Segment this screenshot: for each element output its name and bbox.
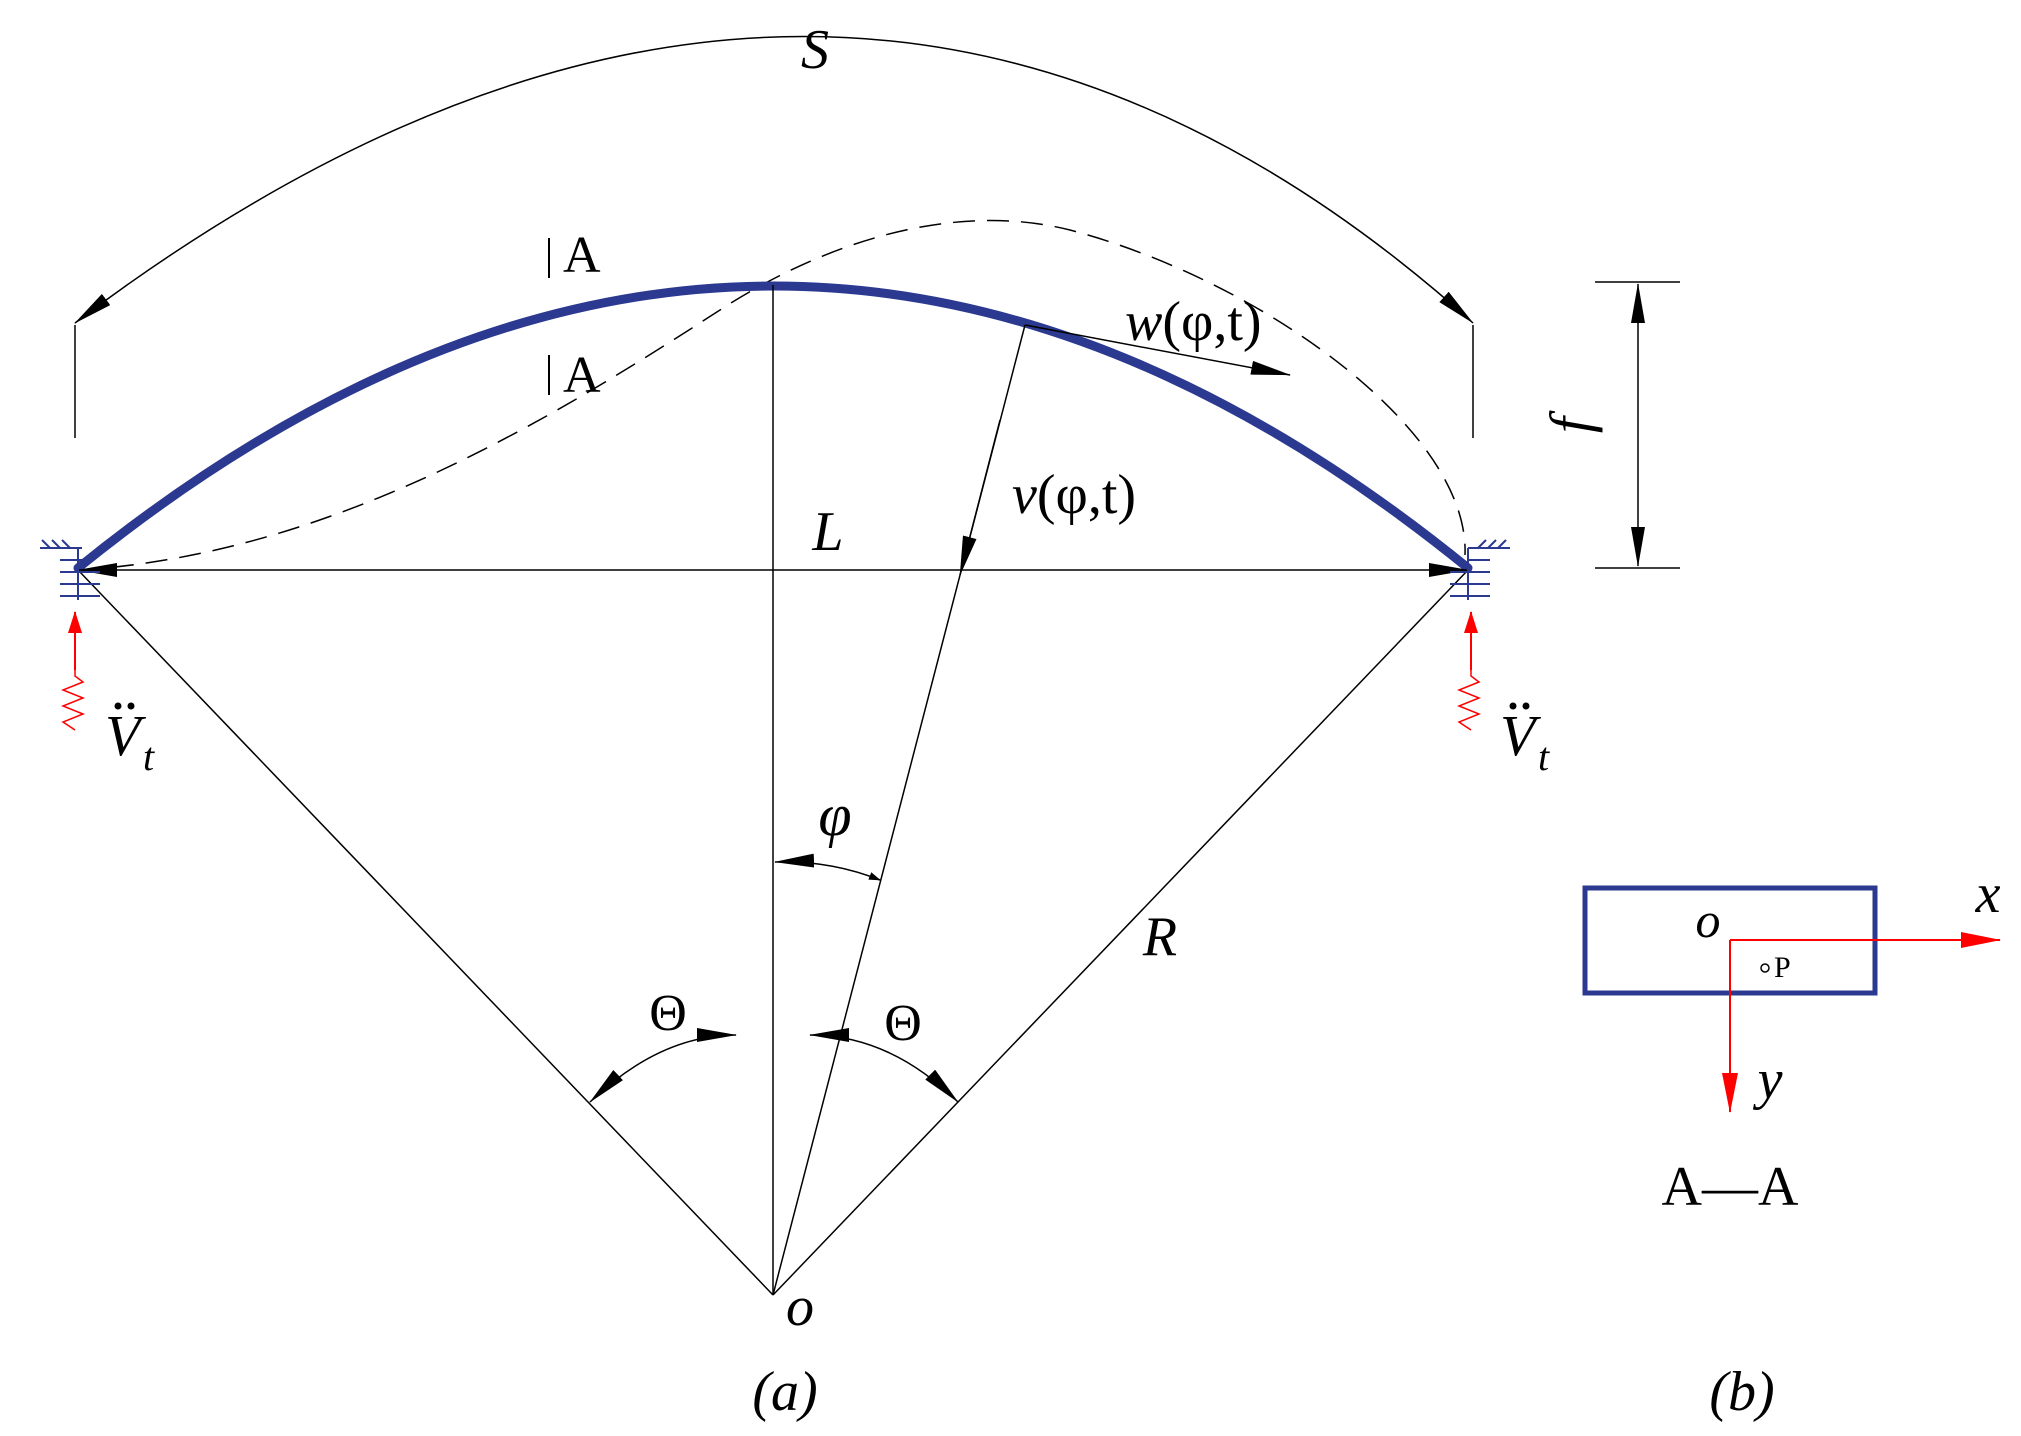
radius-line-left [77, 569, 774, 1296]
tangential-displacement-label: w(φ,t) [1125, 291, 1262, 353]
section-mark-bottom-label: A [563, 347, 601, 404]
tangential-displacement-symbol: w [1125, 291, 1162, 353]
center-label: o [786, 1276, 814, 1338]
radius-label: R [1142, 906, 1177, 968]
excitation-symbol-right: V [1500, 703, 1542, 768]
radial-displacement-arrow [959, 419, 1001, 576]
radial-displacement-label: v(φ,t) [1012, 464, 1136, 526]
x-axis-label: x [1975, 863, 2001, 925]
caption-a: (a) [752, 1361, 817, 1423]
phi-angle-label: φ [818, 782, 851, 848]
tangential-displacement-arrow [1024, 324, 1291, 376]
point-p-label: P [1774, 951, 1791, 984]
excitation-label-left: V t [105, 702, 155, 779]
section-mark-top-label: A [563, 227, 601, 284]
chord-label: L [811, 501, 843, 563]
excitation-subscript-right: t [1538, 734, 1550, 779]
tangential-displacement-args: (φ,t) [1162, 291, 1261, 353]
phi-angle-arc [774, 853, 881, 881]
theta-label-right: Θ [884, 995, 922, 1052]
y-axis-label: y [1753, 1049, 1783, 1111]
deformed-shape [77, 219, 1466, 571]
caption-b: (b) [1709, 1361, 1774, 1423]
excitation-subscript-left: t [143, 734, 155, 779]
arc-length-dimension [74, 35, 1474, 324]
excitation-label-right: V t [1500, 702, 1550, 779]
theta-arc-right [809, 1028, 959, 1103]
excitation-arrow-right [1456, 611, 1482, 731]
support-right [1450, 539, 1510, 600]
radial-displacement-symbol: v [1012, 464, 1037, 526]
rise-label: f [1538, 410, 1603, 433]
excitation-arrow-left [60, 611, 86, 731]
theta-arc-left [589, 1028, 737, 1103]
support-left [40, 539, 100, 600]
section-origin-label: o [1696, 892, 1721, 948]
radius-line-right [772, 569, 1469, 1296]
radial-displacement-args: (φ,t) [1037, 464, 1136, 526]
excitation-symbol-left: V [105, 703, 147, 768]
section-title: A—A [1662, 1156, 1799, 1218]
arc-length-label: S [801, 19, 829, 81]
point-p-marker [1760, 963, 1770, 973]
theta-label-left: Θ [649, 985, 687, 1042]
